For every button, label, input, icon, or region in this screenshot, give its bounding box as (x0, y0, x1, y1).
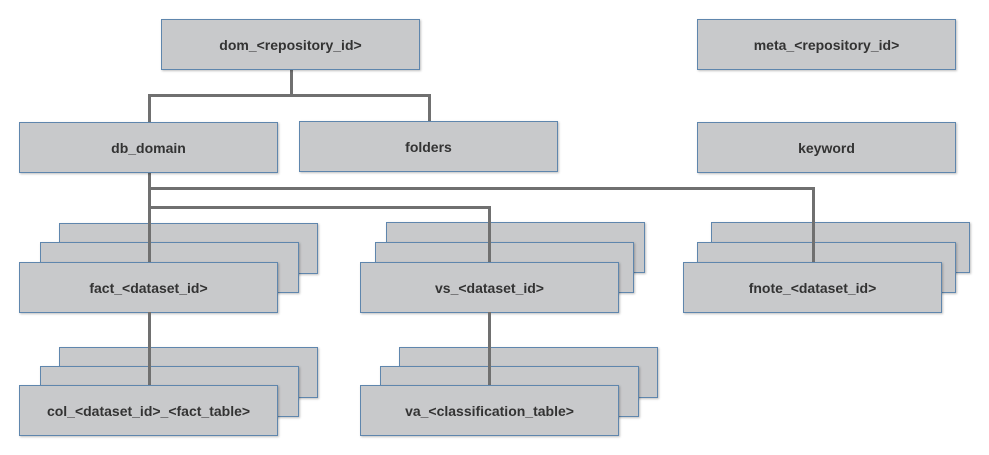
node-col-dataset-fact-table-label: col_<dataset_id>_<fact_table> (46, 402, 251, 419)
node-vs-dataset: vs_<dataset_id> (360, 262, 619, 313)
node-meta-repository-label: meta_<repository_id> (753, 36, 900, 53)
node-fnote-dataset: fnote_<dataset_id> (683, 262, 942, 313)
connector-to-col-front (148, 312, 151, 386)
node-va-classification-table-label: va_<classification_table> (405, 402, 574, 419)
connector-to-fact (148, 209, 151, 263)
connector-to-vs-branch (148, 206, 491, 209)
connector-to-db-domain (148, 94, 151, 122)
connector-to-vs-front (488, 206, 491, 263)
node-folders: folders (299, 121, 558, 172)
node-fact-dataset: fact_<dataset_id> (19, 262, 278, 313)
node-dom-repository: dom_<repository_id> (161, 19, 420, 70)
connector-to-fnote-front (812, 187, 815, 263)
connector-to-fnote-branch (148, 187, 815, 190)
connector-to-folders (428, 94, 431, 122)
node-keyword: keyword (697, 122, 956, 173)
node-db-domain-label: db_domain (111, 139, 186, 156)
connector-dom-down (290, 70, 293, 96)
node-fact-dataset-label: fact_<dataset_id> (89, 279, 208, 296)
node-va-classification-table: va_<classification_table> (360, 385, 619, 436)
node-col-dataset-fact-table: col_<dataset_id>_<fact_table> (19, 385, 278, 436)
node-keyword-label: keyword (798, 139, 855, 156)
node-db-domain: db_domain (19, 122, 278, 173)
connector-dom-branch (148, 94, 431, 97)
node-fnote-dataset-label: fnote_<dataset_id> (748, 279, 877, 296)
node-dom-repository-label: dom_<repository_id> (219, 36, 362, 53)
node-vs-dataset-label: vs_<dataset_id> (435, 279, 544, 296)
node-meta-repository: meta_<repository_id> (697, 19, 956, 70)
connector-to-va-front (488, 312, 491, 386)
node-folders-label: folders (405, 138, 452, 155)
